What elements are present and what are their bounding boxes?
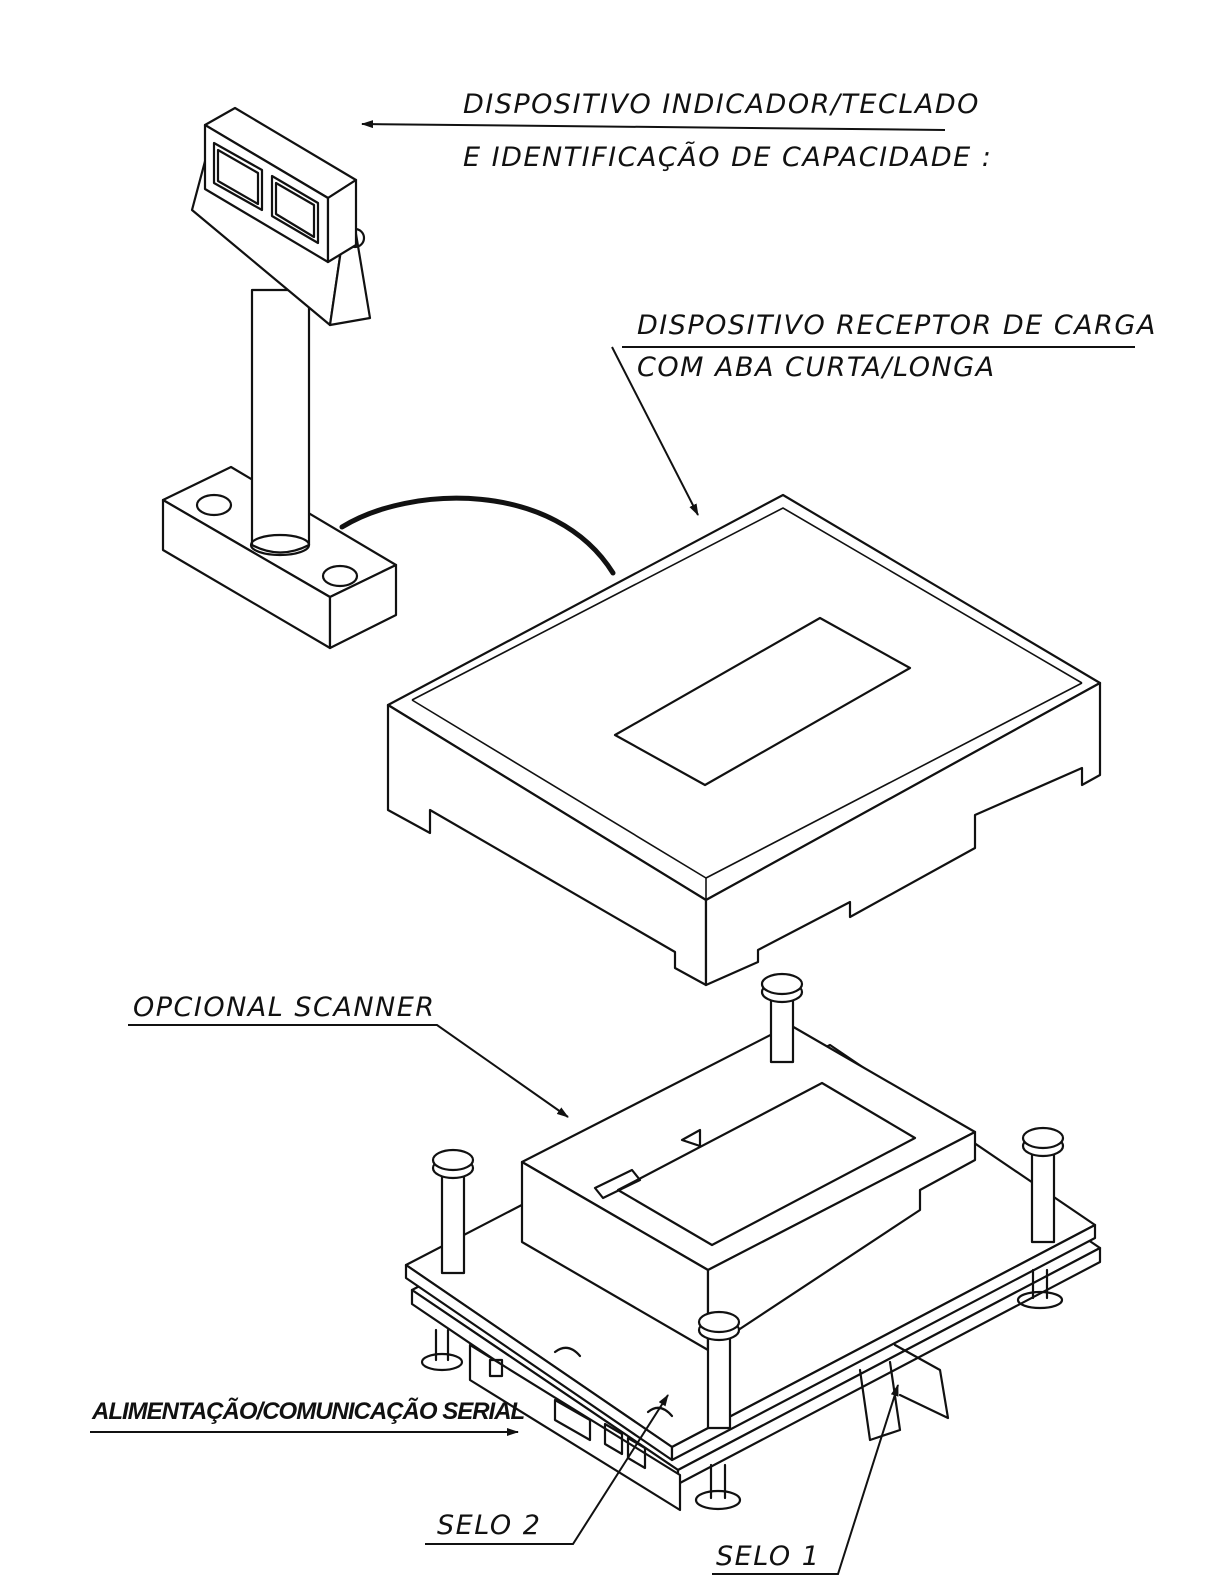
receptor-leader-line [611, 346, 699, 516]
indicator-label-line2: E IDENTIFICAÇÃO DE CAPACIDADE : [463, 141, 992, 173]
power-serial-label: ALIMENTAÇÃO/COMUNICAÇÃO SERIAL [91, 1397, 525, 1425]
seal1-leader-line [712, 1384, 899, 1575]
seal2-leader-line [425, 1394, 669, 1545]
seal2-label: SELO 2 [437, 1510, 541, 1541]
seal1-label: SELO 1 [716, 1541, 820, 1572]
indicator-leader-line [361, 120, 946, 131]
scanner-leader-line [128, 1024, 569, 1118]
receptor-label-line1: DISPOSITIVO RECEPTOR DE CARGA [637, 310, 1157, 341]
scanner-label: OPCIONAL SCANNER [133, 992, 436, 1023]
base-with-scanner-icon [404, 972, 1102, 1512]
receptor-label-line2: COM ABA CURTA/LONGA [637, 352, 996, 383]
load-receptor-platter-icon [386, 493, 1102, 987]
indicator-device-icon [161, 106, 398, 650]
cable-line [339, 495, 616, 576]
indicator-label-line1: DISPOSITIVO INDICADOR/TECLADO [463, 89, 980, 120]
